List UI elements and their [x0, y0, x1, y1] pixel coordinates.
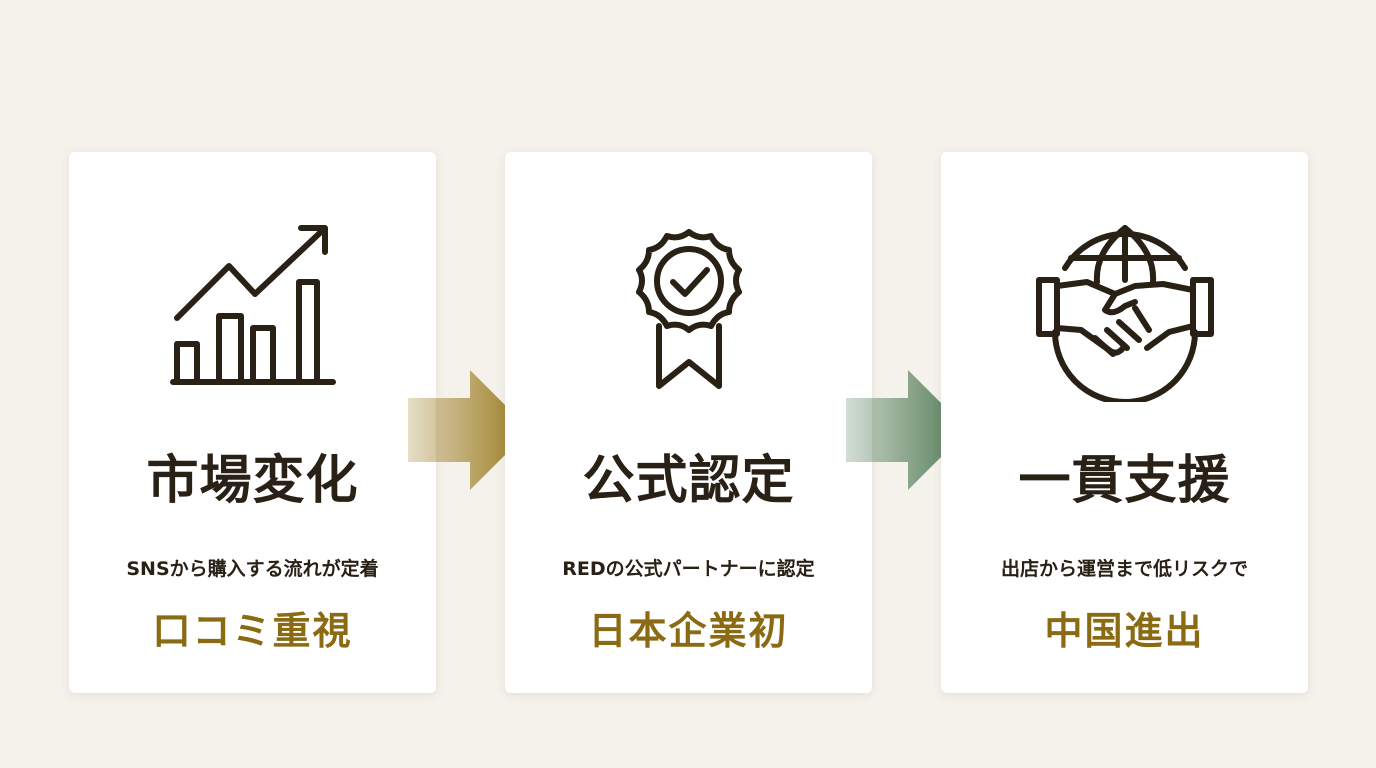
card-integrated-support: 一貫支援 出店から運営まで低リスクで 中国進出 [941, 152, 1308, 693]
card-highlight: 日本企業初 [588, 609, 789, 653]
certified-badge-icon [599, 222, 779, 402]
globe-handshake-icon [1035, 222, 1215, 402]
right-arrow-icon [408, 370, 530, 490]
card-description: SNSから購入する流れが定着 [126, 558, 379, 580]
card-description: REDの公式パートナーに認定 [562, 558, 815, 580]
card-title: 一貫支援 [1018, 450, 1231, 511]
card-highlight: 口コミ重視 [152, 609, 353, 653]
card-title: 市場変化 [146, 450, 359, 511]
growth-chart-icon [163, 222, 343, 402]
card-description: 出店から運営まで低リスクで [1000, 558, 1248, 580]
right-arrow-icon [846, 370, 968, 490]
card-market-change: 市場変化 SNSから購入する流れが定着 口コミ重視 [69, 152, 436, 693]
card-highlight: 中国進出 [1044, 609, 1205, 653]
card-official-certification: 公式認定 REDの公式パートナーに認定 日本企業初 [505, 152, 872, 693]
card-title: 公式認定 [582, 450, 795, 511]
